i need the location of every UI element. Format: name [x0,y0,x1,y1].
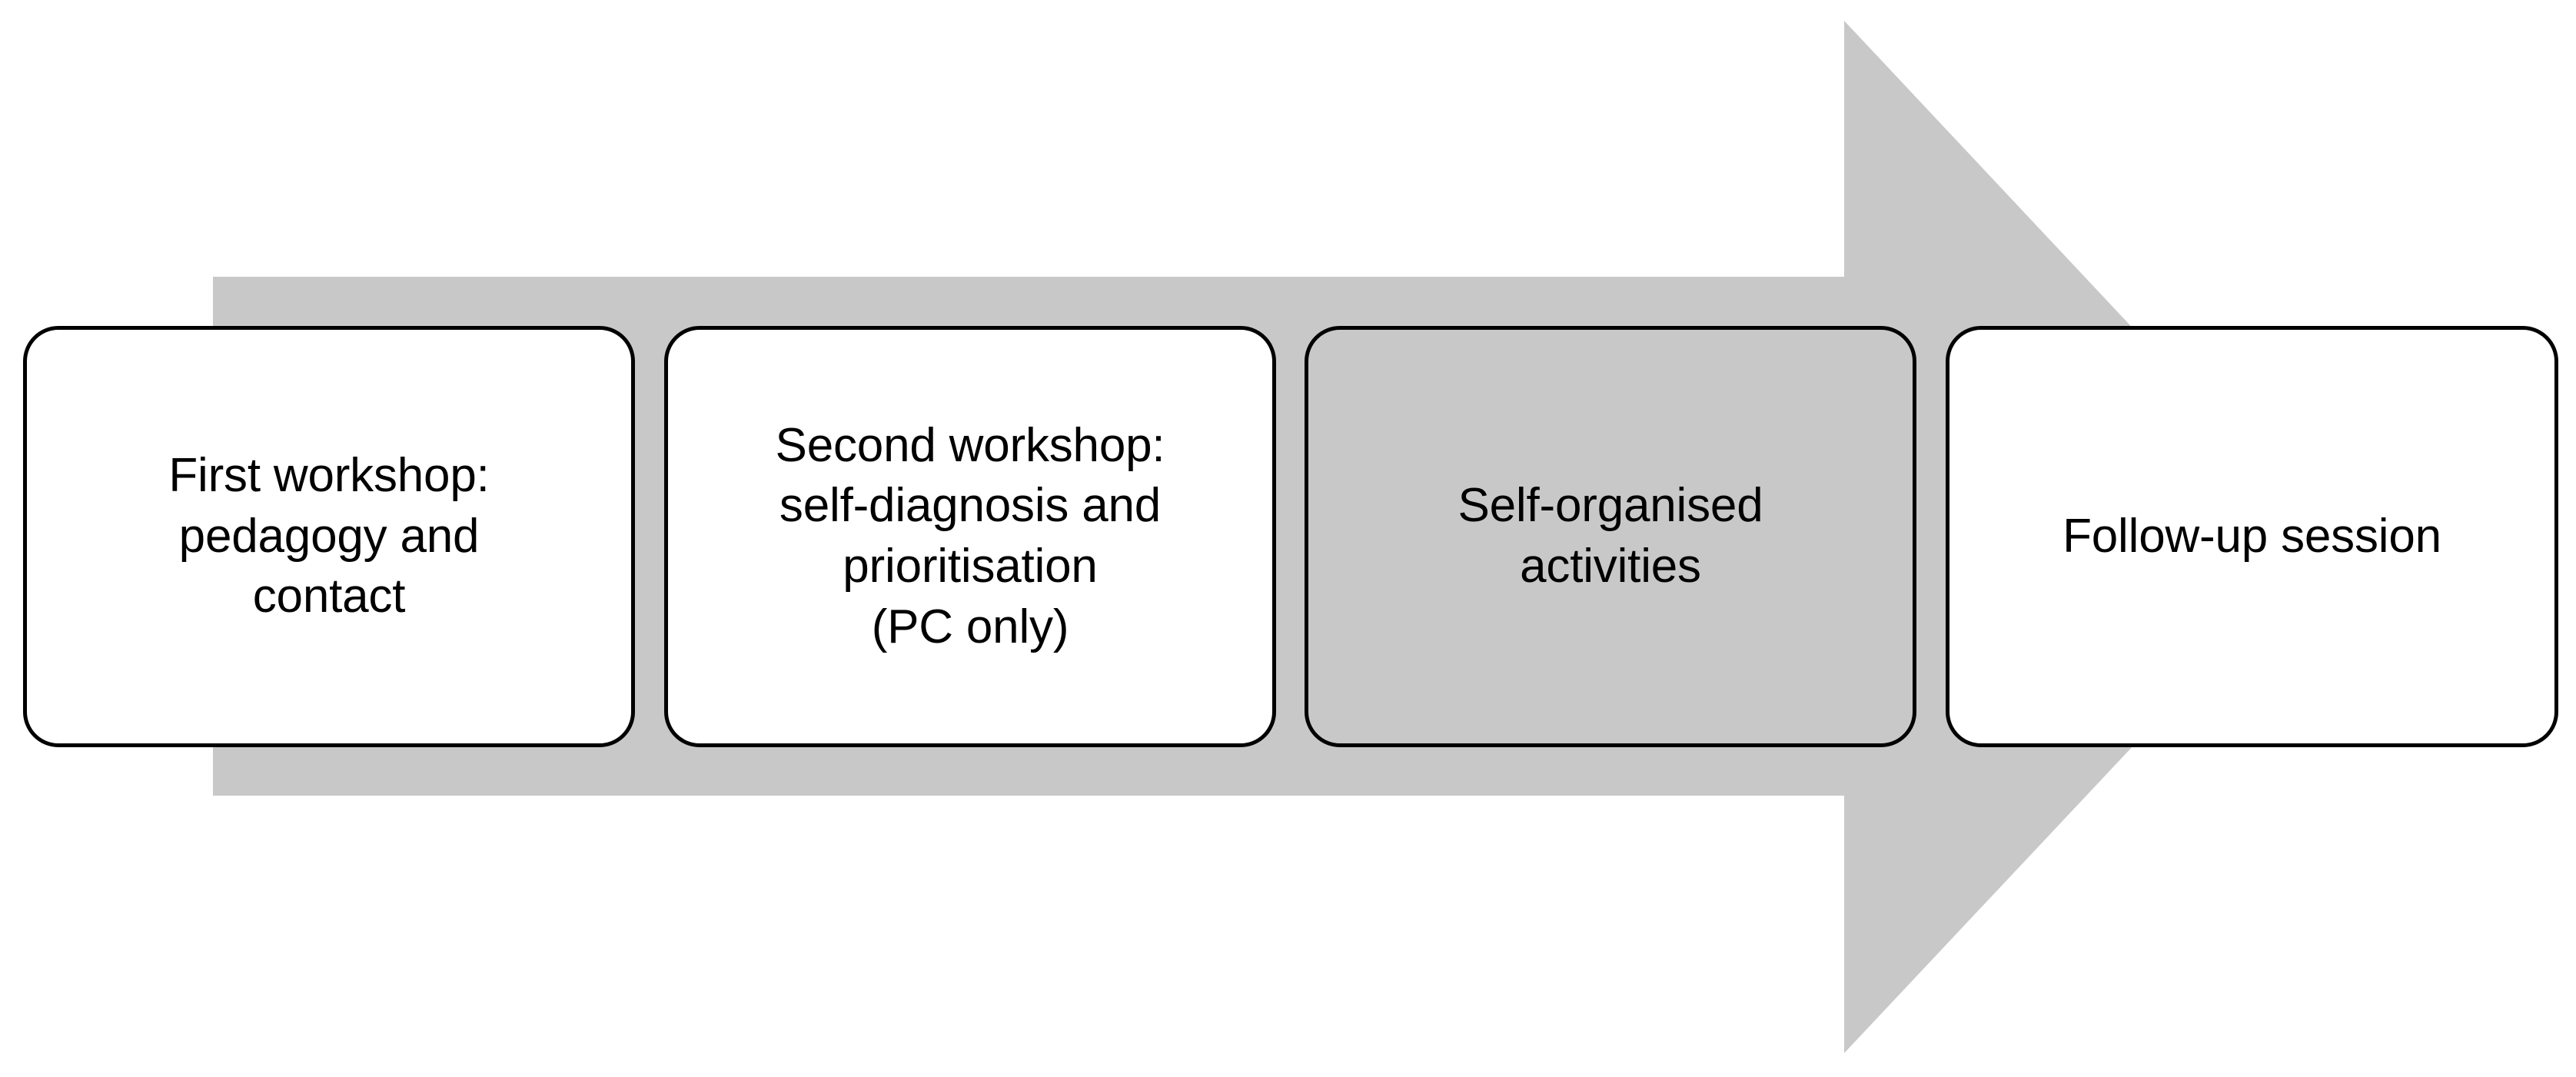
stage-label-follow-up-session: Follow-up session [2062,509,2441,563]
stage-label-first-workshop: First workshop: pedagogy and contact [168,448,490,623]
stage-box-first-workshop[interactable]: First workshop: pedagogy and contact [23,326,635,747]
stage-label-second-workshop: Second workshop: self-diagnosis and prio… [775,418,1165,653]
stage-label-self-organised-activities: Self-organised activities [1458,479,1763,593]
stage-box-second-workshop[interactable]: Second workshop: self-diagnosis and prio… [664,326,1276,747]
stage-box-follow-up-session[interactable]: Follow-up session [1946,326,2558,747]
stage-box-self-organised-activities[interactable]: Self-organised activities [1305,326,1916,747]
